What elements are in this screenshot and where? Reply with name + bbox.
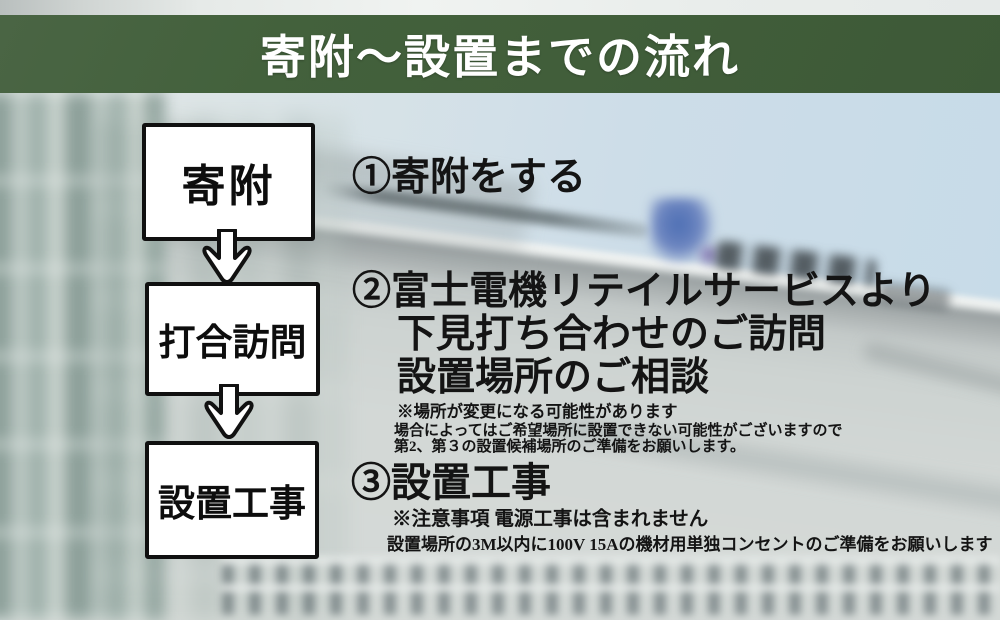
step3-note-2: 設置場所の3M以内に100V 15Aの機材用単独コンセントのご準備をお願いします	[387, 535, 993, 554]
step2-heading: ②富士電機リテイルサービスより 下見打ち合わせのご訪問 設置場所のご相談	[352, 270, 936, 399]
arrow-down-icon	[202, 229, 252, 284]
step3-heading: ③設置工事	[351, 460, 551, 505]
header-bar: 寄附〜設置までの流れ	[0, 15, 1000, 93]
page-title: 寄附〜設置までの流れ	[260, 31, 740, 83]
flow-box-donation: 寄附	[142, 123, 315, 241]
step2-note-2: 場合によってはご希望場所に設置できない可能性がございますので	[394, 423, 843, 439]
flow-box-donation-label: 寄附	[181, 162, 276, 211]
step1-heading: ①寄附をする	[352, 156, 587, 199]
background-bottom-window-band	[222, 556, 1000, 616]
step2-heading-line1: ②富士電機リテイルサービスより	[352, 270, 937, 313]
step2-note-3: 第2、第３の設置候補場所のご準備をお願いします。	[394, 439, 746, 455]
step2-heading-line3: 設置場所のご相談	[397, 356, 710, 399]
flow-box-meeting-visit-label: 打合訪問	[158, 322, 307, 363]
background-top-strip	[0, 0, 1000, 16]
background-left-building-windows	[0, 88, 165, 620]
flow-box-meeting-visit: 打合訪問	[145, 282, 320, 396]
building-logo-accent-blur	[696, 240, 722, 270]
building-logo-blur	[650, 198, 714, 264]
flow-box-installation-work-label: 設置工事	[158, 483, 306, 524]
step3-note-1: ※注意事項 電源工事は含まれません	[392, 509, 709, 530]
step2-note-1: ※場所が変更になる可能性があります	[397, 402, 678, 421]
step2-heading-line2: 下見打ち合わせのご訪問	[397, 313, 827, 356]
arrow-down-icon	[204, 384, 254, 439]
flow-box-installation-work: 設置工事	[145, 441, 319, 559]
